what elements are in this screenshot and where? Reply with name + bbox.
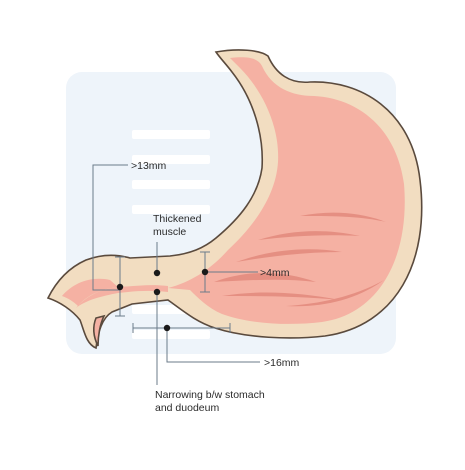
placeholder-line bbox=[132, 155, 210, 164]
rugae-folds bbox=[214, 212, 386, 307]
placeholder-line bbox=[132, 130, 210, 139]
duodenum-flap bbox=[93, 314, 106, 347]
rugae-fold bbox=[258, 231, 360, 240]
rugae-fold bbox=[300, 212, 386, 222]
marker-dot-16mm bbox=[163, 324, 171, 332]
marker-dot-narrowing bbox=[153, 288, 161, 296]
pointer-line-pyloric-length bbox=[166, 328, 260, 363]
rugae-fold bbox=[286, 280, 384, 307]
stomach-inner-lining bbox=[168, 57, 405, 324]
label-muscle-thickness: >4mm bbox=[260, 267, 290, 279]
marker-dot-muscle bbox=[153, 269, 161, 277]
placeholder-line bbox=[132, 180, 210, 189]
placeholder-line bbox=[132, 330, 210, 339]
label-thickened-muscle-line1: Thickened bbox=[153, 213, 202, 225]
duodenum-inner-lining bbox=[62, 278, 118, 306]
placeholder-line bbox=[132, 205, 210, 214]
rugae-fold bbox=[214, 273, 316, 282]
rugae-fold bbox=[236, 249, 342, 262]
label-narrowing-line2: and duodeum bbox=[155, 402, 219, 414]
label-thickened-muscle-line2: muscle bbox=[153, 226, 186, 238]
pyloric-lumen bbox=[76, 285, 168, 308]
rugae-fold bbox=[222, 292, 340, 300]
marker-dot-4mm bbox=[201, 268, 209, 276]
pointer-line-wall-thickness bbox=[92, 164, 128, 291]
label-narrowing-line1: Narrowing b/w stomach bbox=[155, 389, 265, 401]
label-wall-thickness: >13mm bbox=[131, 160, 167, 172]
marker-dot-wall bbox=[116, 283, 124, 291]
marker-dots bbox=[116, 268, 209, 332]
label-pyloric-length: >16mm bbox=[264, 357, 300, 369]
